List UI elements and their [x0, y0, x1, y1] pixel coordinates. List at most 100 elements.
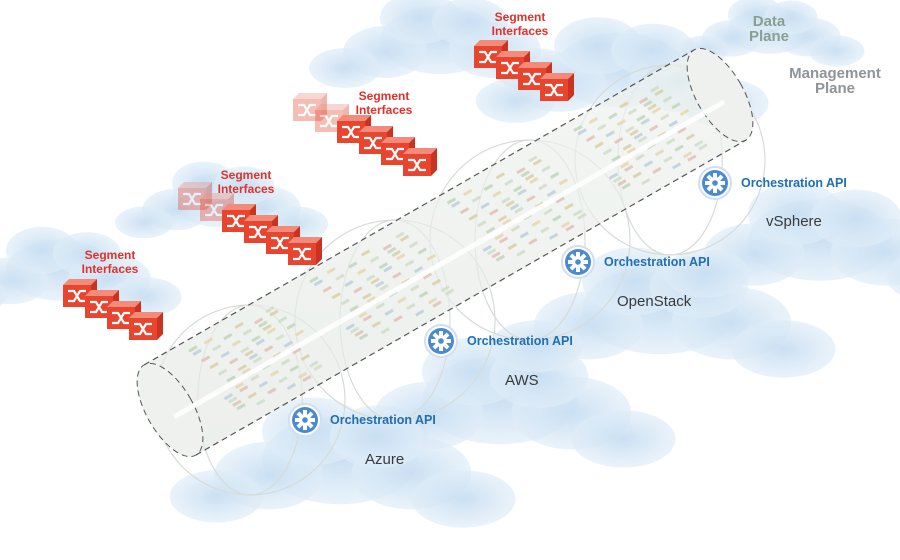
- data-dash: [242, 328, 253, 336]
- data-dash: [309, 276, 319, 284]
- data-dash: [264, 345, 274, 353]
- icon-top-face: [244, 215, 278, 221]
- data-dash: [698, 143, 708, 151]
- data-dash: [605, 130, 615, 138]
- data-dash: [485, 226, 496, 234]
- segment-interface-icon: [403, 148, 437, 176]
- icon-top-face: [85, 290, 119, 296]
- data-dash: [617, 179, 627, 187]
- network-tube: [136, 47, 754, 458]
- label-line: Plane: [814, 80, 856, 97]
- data-dash: [532, 158, 542, 166]
- data-dash: [597, 123, 607, 131]
- cloud-puff: [411, 470, 516, 528]
- data-dash: [517, 188, 527, 196]
- data-dash: [502, 218, 512, 226]
- data-dash: [244, 349, 254, 357]
- connector-glyph: [271, 236, 289, 250]
- data-dash: [636, 114, 646, 122]
- data-dash: [638, 96, 649, 104]
- label-line: Segment: [84, 248, 136, 262]
- data-dash: [360, 249, 371, 257]
- gear-tooth: [295, 418, 300, 422]
- data-dash: [413, 266, 424, 274]
- connector-glyph: [320, 114, 338, 128]
- cloud-puff: [0, 284, 7, 307]
- data-dash: [240, 346, 250, 354]
- data-dash: [540, 226, 550, 234]
- data-dash: [509, 203, 520, 211]
- icon-side-face: [321, 93, 327, 121]
- data-dash: [626, 146, 637, 155]
- data-dash: [348, 261, 358, 269]
- gear-tooth: [713, 188, 717, 193]
- icon-front-face: [293, 99, 321, 121]
- segment-interface-icon: [293, 93, 327, 121]
- icon-front-face: [200, 199, 228, 221]
- data-dash: [262, 323, 272, 332]
- gear-tooth: [439, 346, 443, 351]
- data-dash: [528, 237, 538, 245]
- icon-top-face: [381, 137, 415, 143]
- connector-glyph: [342, 125, 360, 139]
- data-dash: [516, 249, 526, 257]
- data-dash: [375, 302, 385, 310]
- data-dash: [558, 178, 569, 186]
- data-dash: [463, 188, 473, 197]
- data-dash: [362, 292, 372, 300]
- data-dash: [192, 348, 202, 356]
- data-dash: [234, 381, 245, 390]
- data-dash: [294, 329, 305, 337]
- data-dash: [393, 315, 403, 323]
- data-dash: [392, 271, 402, 279]
- label-line: Interfaces: [355, 103, 413, 117]
- tube-edge-top: [143, 49, 695, 366]
- data-dash: [572, 209, 583, 217]
- data-dash: [232, 399, 242, 407]
- gear-tooth: [303, 410, 307, 415]
- data-dash: [483, 183, 494, 191]
- connector-glyph: [249, 225, 267, 239]
- data-dash: [426, 253, 436, 262]
- data-dash: [431, 278, 442, 286]
- data-dash: [239, 385, 249, 393]
- data-dash: [237, 364, 247, 372]
- data-dash: [513, 185, 523, 193]
- data-dash: [357, 267, 367, 275]
- gear-tooth: [431, 339, 436, 343]
- data-dash: [366, 274, 376, 282]
- data-dash: [203, 337, 213, 345]
- connector-glyph: [408, 158, 426, 172]
- data-dash: [406, 303, 416, 311]
- data-dash: [495, 254, 505, 262]
- icon-top-face: [63, 279, 97, 285]
- data-dash: [660, 113, 670, 121]
- segment-interface-icon: [129, 312, 163, 340]
- api-label-vsphere: Orchestration API: [741, 176, 847, 190]
- data-dash: [445, 288, 455, 296]
- data-dash: [395, 231, 405, 239]
- data-dash: [505, 200, 515, 208]
- icon-top-face: [293, 93, 327, 99]
- data-dash: [335, 273, 345, 281]
- data-dash: [248, 352, 258, 361]
- data-dash: [546, 189, 557, 198]
- data-dash: [349, 304, 359, 312]
- connector-glyph: [205, 203, 223, 217]
- connector-glyph: [479, 50, 497, 64]
- connector-glyph: [386, 147, 404, 161]
- cloud-puff: [432, 0, 508, 46]
- data-dash: [391, 250, 401, 258]
- data-dash: [354, 329, 364, 337]
- data-dash: [577, 212, 587, 220]
- gear-tooth: [720, 181, 725, 185]
- cloud-vsphere: [662, 182, 900, 298]
- label-line: Management: [789, 65, 881, 82]
- gear-tooth: [576, 267, 580, 272]
- data-dash: [369, 255, 380, 263]
- data-dash: [234, 321, 244, 329]
- data-dash: [440, 285, 450, 293]
- data-dash: [652, 166, 662, 175]
- data-dash: [611, 154, 621, 162]
- data-dash: [269, 309, 279, 317]
